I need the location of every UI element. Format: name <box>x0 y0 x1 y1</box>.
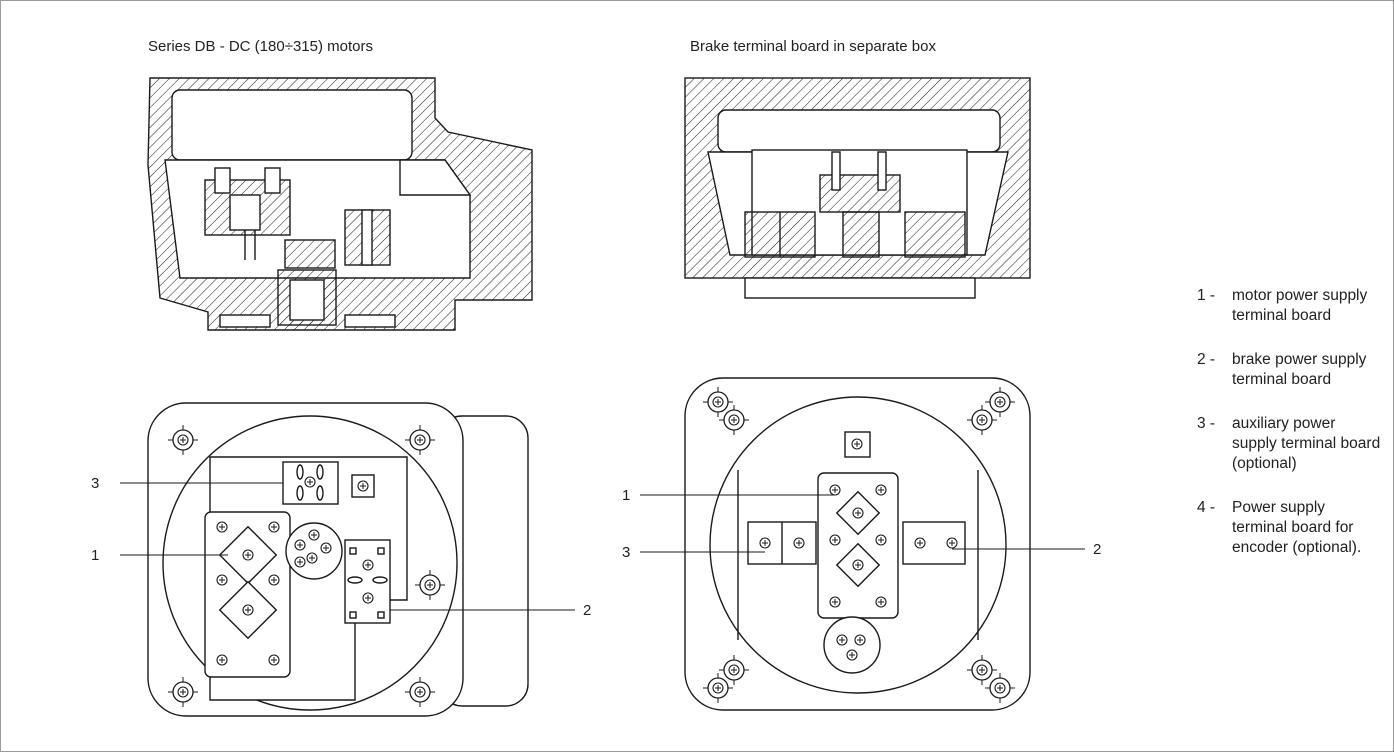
legend-number: 4 - <box>1197 499 1216 516</box>
legend-number: 2 - <box>1197 351 1216 368</box>
legend-item: 1 - motor power supply terminal board <box>1197 286 1382 326</box>
right-drawing-title: Brake terminal board in separate box <box>690 38 936 55</box>
legend-item: 4 - Power supply terminal board for enco… <box>1197 498 1382 558</box>
cable-gland-icon <box>351 474 375 498</box>
callout-leaders <box>120 482 1085 611</box>
motor-power-terminal-board-icon <box>204 511 291 678</box>
legend-text: auxiliary power supply terminal board (o… <box>1232 415 1381 472</box>
legend-number: 1 - <box>1197 287 1216 304</box>
left-plan-view <box>147 402 529 717</box>
brake-terminal-board-icon <box>344 539 391 624</box>
callout-1-left: 1 <box>91 547 99 564</box>
brake-terminal-board-icon <box>902 521 966 565</box>
cable-gland-icon <box>844 431 871 458</box>
encoder-connector-icon <box>285 522 343 580</box>
callout-3-left: 3 <box>91 475 99 492</box>
auxiliary-terminal-board-icon <box>282 461 339 505</box>
callout-3-right: 3 <box>622 544 630 561</box>
legend-item: 2 - brake power supply terminal board <box>1197 350 1382 390</box>
left-section-view <box>147 77 533 331</box>
callout-2-left: 2 <box>583 602 591 619</box>
legend: 1 - motor power supply terminal board 2 … <box>1197 286 1382 582</box>
legend-number: 3 - <box>1197 415 1216 432</box>
motor-power-terminal-board-icon <box>817 472 899 619</box>
right-section-view <box>684 77 1031 299</box>
callout-1-right: 1 <box>622 487 630 504</box>
legend-text: motor power supply terminal board <box>1232 287 1368 324</box>
legend-item: 3 - auxiliary power supply terminal boar… <box>1197 414 1382 474</box>
legend-text: Power supply terminal board for encoder … <box>1232 499 1362 556</box>
legend-text: brake power supply terminal board <box>1232 351 1367 388</box>
right-plan-view <box>684 377 1031 711</box>
encoder-connector-icon <box>823 616 881 674</box>
left-drawing-title: Series DB - DC (180÷315) motors <box>148 38 373 55</box>
callout-2-right: 2 <box>1093 541 1101 558</box>
auxiliary-terminal-board-icon <box>747 521 817 565</box>
